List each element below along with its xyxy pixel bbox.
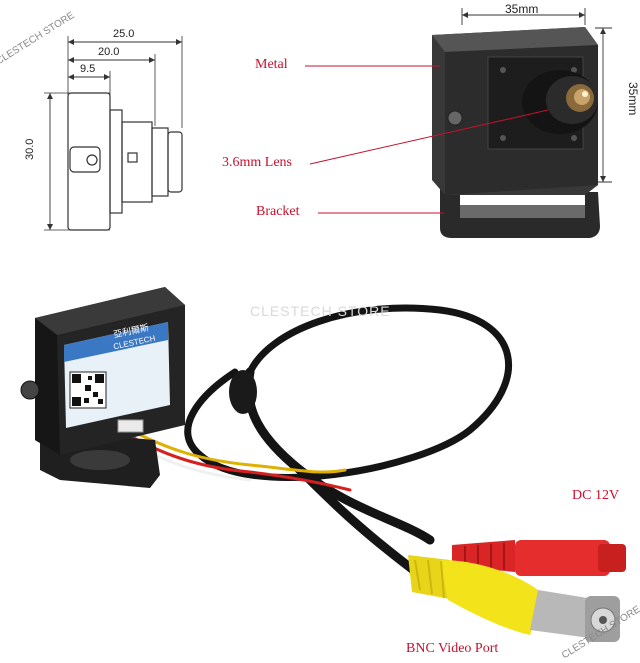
dim-height: 30.0 [24, 138, 36, 160]
camera-rear-view [20, 287, 185, 488]
dim-mid-width: 20.0 [98, 46, 120, 58]
callout-bnc-video: BNC Video Port [406, 641, 499, 656]
callout-bracket: Bracket [256, 204, 300, 219]
technical-drawing [44, 36, 183, 231]
bnc-video-plug [408, 555, 620, 642]
dim-small-width: 9.5 [80, 63, 96, 75]
dim-overall-width: 25.0 [113, 28, 135, 40]
callout-lines [305, 65, 549, 214]
callout-lens: 3.6mm Lens [222, 155, 292, 170]
camera-photo [432, 8, 612, 238]
dim-photo-width: 35mm [505, 2, 539, 16]
callout-dc-power: DC 12V [572, 488, 620, 503]
callout-metal: Metal [255, 57, 288, 72]
watermark-center: CLESTECH STORE [250, 303, 391, 319]
dim-photo-height: 35mm [626, 82, 640, 116]
cable-assembly [128, 304, 512, 580]
